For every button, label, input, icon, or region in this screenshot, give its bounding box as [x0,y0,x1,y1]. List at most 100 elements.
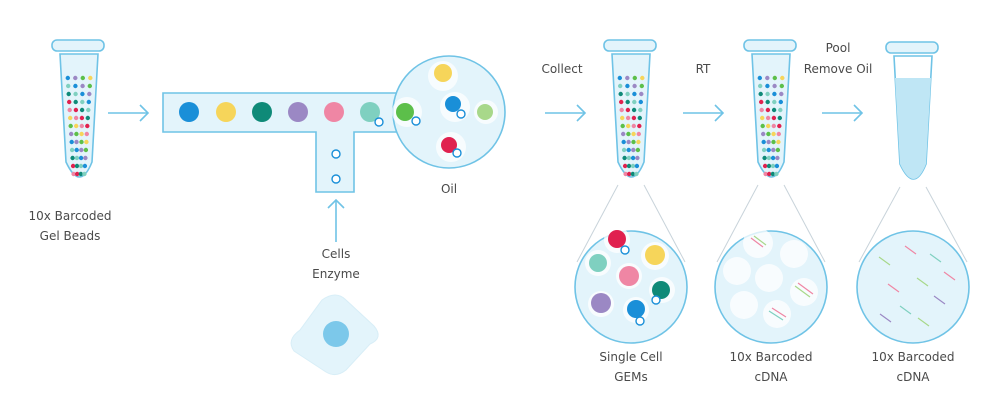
bead-dot [777,123,782,129]
bead-dot [630,155,636,161]
cell [452,148,462,158]
microfluidic-chip [162,55,506,193]
arrow-right-icon [545,104,587,122]
bead-dot [625,115,631,121]
arrow-up-icon [327,198,345,242]
bead-dot [79,115,85,121]
bead-dot [639,91,644,97]
bead-dot [635,147,641,153]
gem-tube [603,39,657,178]
bead-dot [766,139,771,145]
gel-bead [252,102,272,122]
bead-dot [67,99,72,105]
bead-dot [621,139,626,145]
bead-dot [78,155,84,161]
bead-dot [69,147,75,153]
bead-dot [627,171,632,177]
bead-dot [625,91,630,97]
bead-dot [630,171,635,177]
bead-dot [626,155,632,161]
enzyme-label: Enzyme [312,267,360,281]
bead-dot [771,139,776,145]
cdna-label-line2: cDNA [754,370,788,384]
bead-cluster [617,75,645,177]
pooled-cdna-magnified [856,230,970,344]
gel-bead [434,64,452,82]
bead-dot [85,115,91,121]
bead-dot [626,147,631,153]
bead-dot [68,115,73,121]
arrow-right-icon [822,104,864,122]
bead-dot [637,115,642,121]
bead-dot [73,83,78,89]
bead-dot [772,99,777,105]
gel-bead [627,300,645,318]
bead-dot [774,171,779,177]
bead-dot [74,131,79,137]
bead-dot [762,155,767,161]
bead-dot [620,123,625,129]
bead-dot [636,139,641,145]
gel-bead [288,102,308,122]
bead-dot [636,131,641,137]
bead-dot [757,75,762,81]
cells-label: Cells [322,247,351,261]
gems-label-line1: Single Cell [599,350,662,364]
cell-icon [290,294,379,376]
bead-dot [625,107,631,113]
bead-dot [770,155,776,161]
gel-bead [477,104,493,120]
bead-dot [771,107,777,113]
bead-dot [78,171,84,177]
bead-dot [67,107,72,113]
bead-dot [626,139,631,145]
zoom-line [925,186,968,263]
bead-dot [779,83,784,89]
remove-oil-label: Remove Oil [804,62,873,76]
arrow-right-icon [108,104,150,122]
bead-dot [74,147,79,153]
bead-dot [634,171,639,177]
bead-dot [766,123,771,129]
gel-beads-label-line2: Gel Beads [40,229,101,243]
bead-dot [78,163,84,169]
bead-dot [88,75,93,81]
bead-dot [73,99,78,105]
bead-dot [80,83,85,89]
bead-dot [631,139,636,145]
bead-dot [640,75,645,81]
oil-label: Oil [441,182,457,196]
bead-dot [66,83,71,89]
bead-dot [632,75,637,81]
bead-dot [625,83,630,89]
bead-dot [639,83,644,89]
zoom-line [576,184,619,263]
bead-dot [69,131,74,137]
bead-dot [619,107,624,113]
bead-dot [760,115,765,121]
bead-dot [632,91,637,97]
bead-dot [776,131,781,137]
bead-dot [778,107,783,113]
gel-bead [608,230,626,248]
cdna-tube [743,39,797,178]
bead-dot [621,147,627,153]
bead-dot [625,99,630,105]
bead-dot [631,131,636,137]
bead-dot [763,171,768,177]
gel-bead [645,245,665,265]
cell [651,295,661,305]
bead-dot [779,91,784,97]
gel-bead [589,254,607,272]
bead-dot [632,99,637,105]
bead-dot [630,163,636,169]
tube-cap [743,39,797,52]
arrow-right-icon [683,104,725,122]
bead-dot [80,91,85,97]
bead-dot [87,91,92,97]
cdna-b-label-line1: 10x Barcoded [872,350,955,364]
bead-dot [618,91,623,97]
bead-dot [82,163,88,169]
bead-dot [631,107,637,113]
